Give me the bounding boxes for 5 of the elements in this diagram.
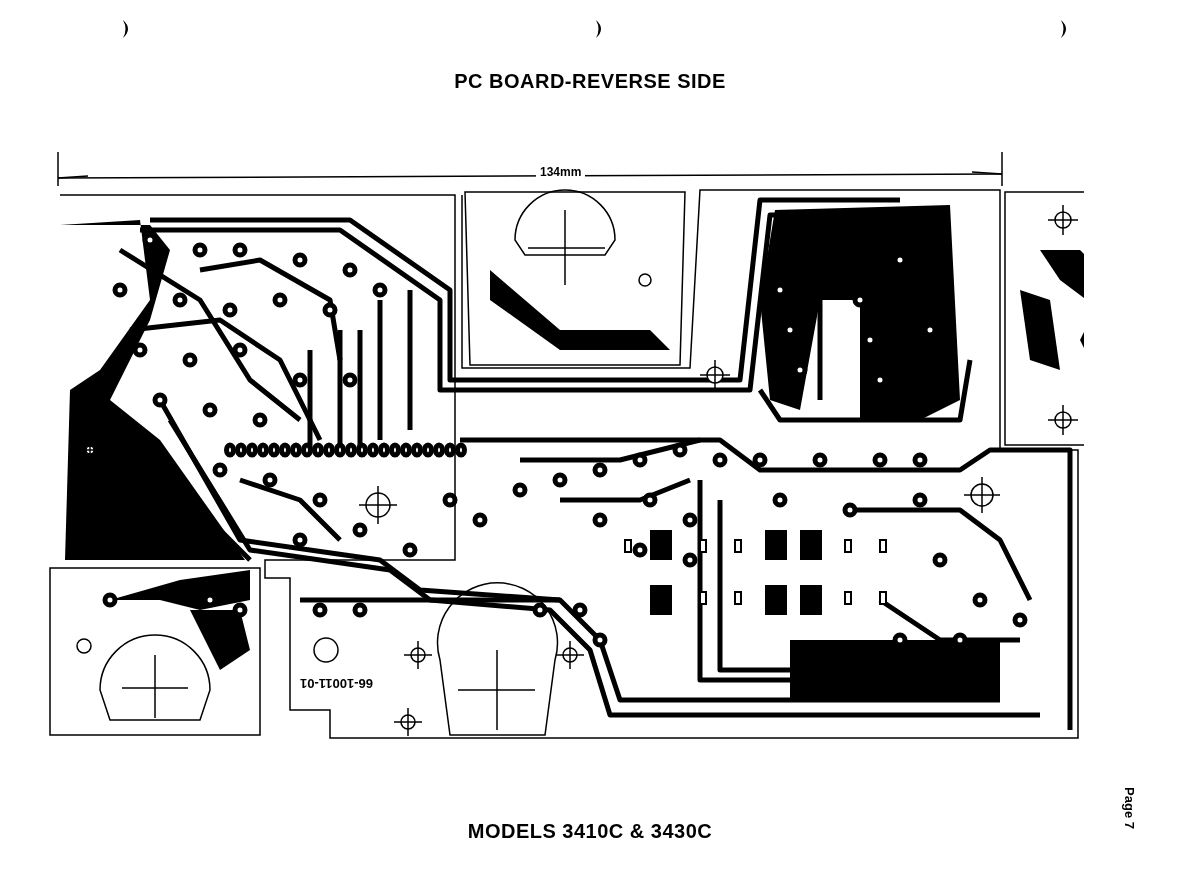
page-number: Page 7 bbox=[1120, 787, 1137, 829]
title: PC BOARD-REVERSE SIDE bbox=[453, 69, 727, 94]
dimension-label: 134mm bbox=[536, 164, 586, 180]
caption: MODELS 3410C & 3430C bbox=[466, 819, 714, 844]
part-number: 66-10011-01 bbox=[300, 675, 373, 691]
